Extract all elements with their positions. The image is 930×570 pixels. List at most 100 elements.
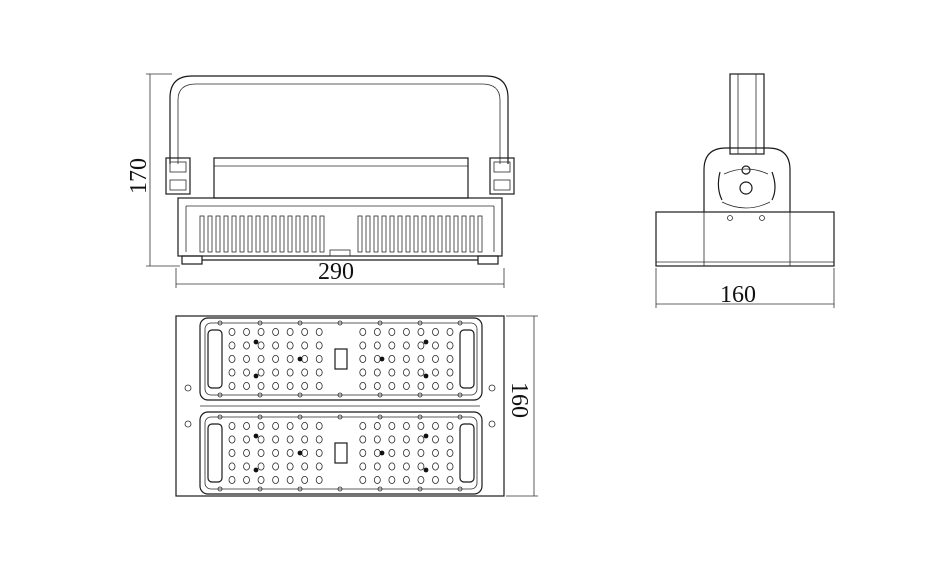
- led-lens: [301, 354, 309, 363]
- led-lens: [359, 327, 367, 336]
- led-lens: [388, 354, 396, 363]
- led-lens: [315, 327, 323, 336]
- led-lens: [315, 448, 323, 457]
- led-lens: [402, 435, 410, 444]
- led-lens: [286, 327, 294, 336]
- led-lens: [301, 341, 309, 350]
- led-lens: [315, 435, 323, 444]
- led-lens: [446, 448, 454, 457]
- led-lens: [228, 421, 236, 430]
- led-lens: [286, 421, 294, 430]
- led-lens: [243, 381, 250, 390]
- led-lens: [286, 381, 294, 390]
- led-lens: [417, 354, 425, 363]
- led-lens: [388, 448, 396, 457]
- side-knuckle: [703, 147, 791, 212]
- led-lens: [272, 341, 280, 350]
- led-lens: [243, 448, 250, 457]
- led-lens: [388, 462, 396, 471]
- led-lens: [272, 475, 280, 484]
- led-lens: [388, 435, 396, 444]
- led-lens: [315, 381, 323, 390]
- led-lens: [315, 462, 323, 471]
- led-lens: [286, 341, 294, 350]
- led-lens: [432, 475, 439, 484]
- led-lens: [243, 435, 250, 444]
- dimension-160-bottom: 160: [506, 315, 538, 497]
- led-lens: [402, 327, 410, 336]
- led-lens: [388, 381, 396, 390]
- led-lens: [286, 354, 294, 363]
- led-lens: [417, 341, 425, 350]
- front-housing: [177, 197, 503, 257]
- led-lens: [243, 341, 250, 350]
- led-lens: [286, 435, 294, 444]
- led-lens: [301, 475, 309, 484]
- led-lens: [257, 368, 265, 377]
- led-lens: [417, 327, 425, 336]
- led-lens: [228, 354, 236, 363]
- led-lens: [272, 327, 280, 336]
- led-lens: [315, 341, 323, 350]
- dimension-label-160-bottom: 160: [506, 382, 532, 418]
- led-lens: [257, 327, 265, 336]
- led-lens: [257, 341, 265, 350]
- front-bolt-right: [489, 157, 515, 195]
- dimension-label-170: 170: [126, 158, 152, 194]
- led-lens: [272, 354, 280, 363]
- led-lens: [446, 421, 454, 430]
- led-lens: [446, 327, 454, 336]
- led-lens: [315, 368, 323, 377]
- led-lens: [417, 475, 425, 484]
- led-lens: [257, 462, 265, 471]
- led-lens: [228, 435, 236, 444]
- bottom-view: 160: [175, 315, 538, 497]
- led-lens: [373, 475, 381, 484]
- front-bolt-left: [165, 157, 191, 195]
- led-lens: [402, 368, 410, 377]
- led-lens: [272, 368, 280, 377]
- led-lens: [417, 462, 425, 471]
- led-lens: [432, 341, 439, 350]
- module-endcap: [459, 329, 475, 389]
- module-endcap: [207, 423, 223, 483]
- led-lens: [272, 448, 280, 457]
- led-lens: [402, 341, 410, 350]
- led-lens: [243, 475, 250, 484]
- led-lens: [359, 368, 367, 377]
- led-lens: [417, 381, 425, 390]
- led-lens: [301, 462, 309, 471]
- led-lens: [359, 421, 367, 430]
- led-lens: [359, 475, 367, 484]
- led-lens: [446, 354, 454, 363]
- led-lens: [359, 448, 367, 457]
- led-lens: [402, 421, 410, 430]
- module-endcap: [207, 329, 223, 389]
- module-frame: [199, 317, 483, 401]
- front-bracket: [169, 75, 509, 164]
- led-lens: [446, 341, 454, 350]
- module-frame: [199, 411, 483, 495]
- led-lens: [359, 381, 367, 390]
- led-lens: [228, 475, 236, 484]
- led-lens: [432, 435, 439, 444]
- led-lens: [315, 354, 323, 363]
- module-endcap: [459, 423, 475, 483]
- led-lens: [446, 462, 454, 471]
- led-lens: [432, 327, 439, 336]
- module-connector: [334, 348, 348, 370]
- led-lens: [301, 421, 309, 430]
- led-lens: [402, 448, 410, 457]
- led-lens: [301, 435, 309, 444]
- led-lens: [446, 368, 454, 377]
- led-lens: [359, 354, 367, 363]
- led-lens: [315, 475, 323, 484]
- led-lens: [432, 354, 439, 363]
- module-connector: [334, 442, 348, 464]
- led-lens: [417, 368, 425, 377]
- led-lens: [388, 475, 396, 484]
- led-lens: [402, 354, 410, 363]
- led-lens: [432, 448, 439, 457]
- led-lens: [243, 462, 250, 471]
